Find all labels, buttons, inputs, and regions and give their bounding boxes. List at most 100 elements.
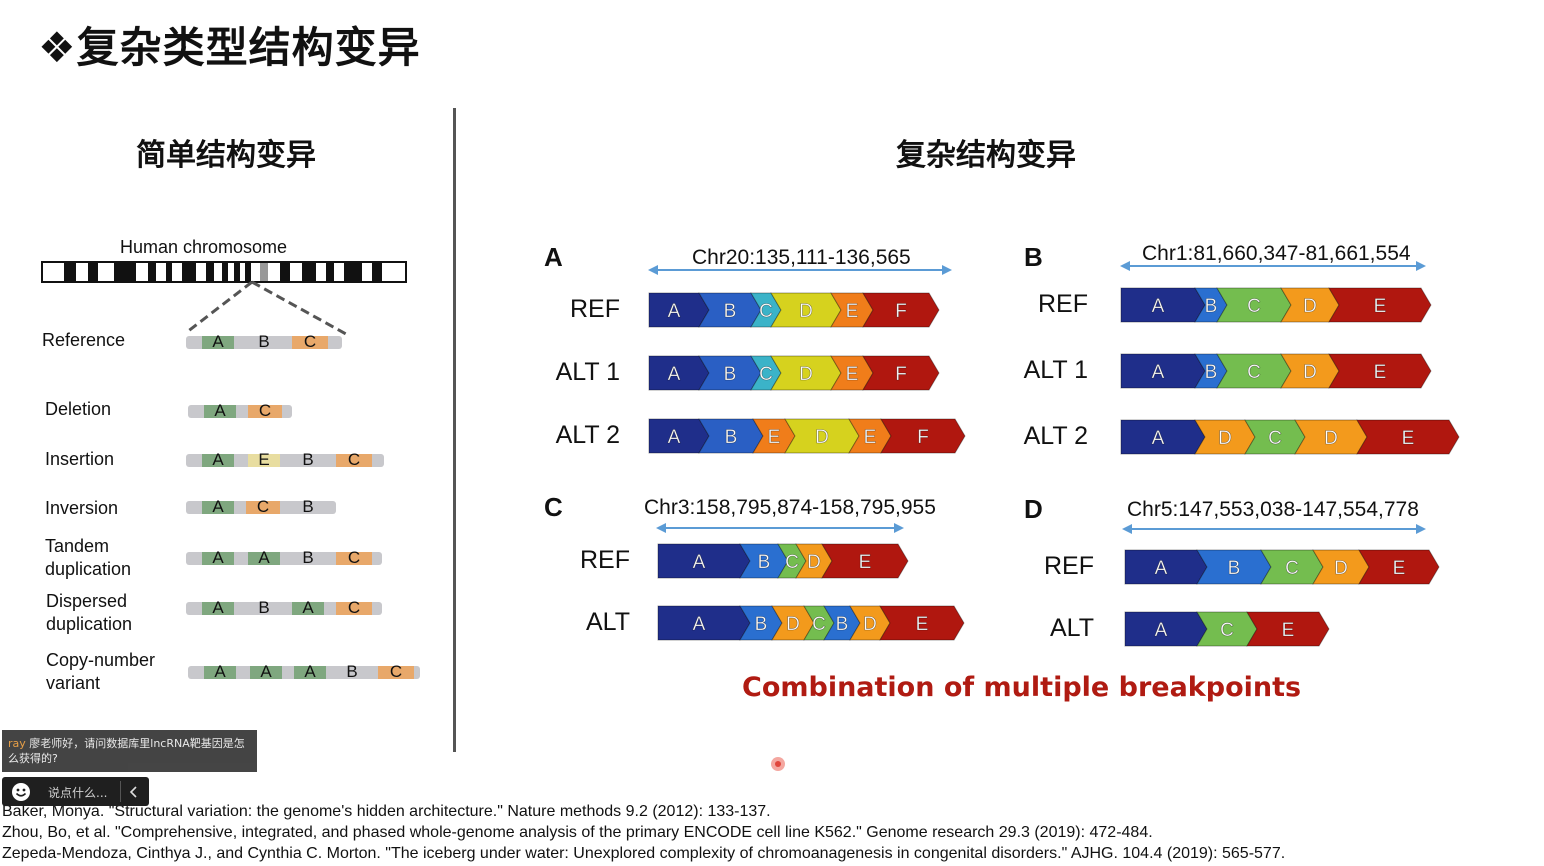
sv-block: C [256, 497, 270, 516]
reference-2: Zhou, Bo, et al. "Comprehensive, integra… [2, 824, 1153, 841]
segment-label: B [836, 614, 849, 635]
segment-label: D [1303, 296, 1317, 317]
segment-label: E [1374, 362, 1387, 383]
row-label-d-ref: REF [1044, 552, 1094, 580]
sv-track-deletion: A C [188, 401, 292, 420]
segment-label: A [1155, 620, 1168, 641]
row-label-a-alt2: ALT 2 [555, 421, 620, 449]
segment-label: B [725, 427, 738, 448]
segment-e [1356, 419, 1460, 455]
segment-f [862, 292, 940, 328]
segment-label: A [1152, 296, 1165, 317]
segment-label: A [1155, 558, 1168, 579]
segment-label: B [1205, 296, 1218, 317]
sv-block: B [302, 450, 314, 469]
segment-label: D [1324, 428, 1338, 449]
chat-input-bar[interactable] [2, 777, 149, 806]
segment-label: D [863, 614, 877, 635]
chat-input-placeholder[interactable]: 说点什么... [48, 786, 108, 800]
sv-track-dispersed-duplication: A B A C [186, 598, 382, 617]
segment-e [821, 543, 909, 579]
sv-label-dispersed-duplication: Dispersed duplication [46, 591, 133, 634]
panel-letter-c: C [544, 492, 563, 522]
chevron-left-icon[interactable] [128, 785, 140, 799]
segment-label: C [1247, 362, 1261, 383]
coord-d: Chr5:147,553,038-147,554,778 [1127, 498, 1419, 521]
complex-sv-heading: 复杂结构变异 [896, 138, 1076, 173]
segment-label: D [807, 552, 821, 573]
segment-label: E [1374, 296, 1387, 317]
segment-label: D [786, 614, 800, 635]
comment-text: 廖老师好，请问数据库里lncRNA靶基因是怎么获得的? [8, 737, 245, 765]
range-arrow-d [1122, 524, 1426, 534]
sv-block: A [302, 598, 314, 617]
segment-label: D [799, 364, 813, 385]
segment-label: D [815, 427, 829, 448]
segment-label: C [1268, 428, 1282, 449]
sv-block: E [258, 450, 270, 469]
sv-label-reference: Reference [42, 330, 126, 350]
segment-label: C [1220, 620, 1234, 641]
range-arrow-c [656, 523, 904, 533]
segment-label: D [1218, 428, 1232, 449]
segment-label: A [1152, 428, 1165, 449]
row-label-d-alt: ALT [1050, 614, 1094, 642]
segment-label: C [1285, 558, 1299, 579]
sv-block: C [389, 662, 403, 681]
sv-block: A [260, 662, 272, 681]
sv-label-deletion: Deletion [45, 399, 112, 419]
segment-label: E [846, 301, 859, 322]
sv-label-copy-number-variant: Copy-number variant [46, 650, 156, 693]
panel-letter-a: A [544, 242, 563, 272]
reference-1: Baker, Monya. "Structural variation: the… [2, 803, 771, 820]
chromosome-ideogram [41, 261, 407, 336]
sv-track-inversion: A C B [186, 497, 336, 516]
sv-block: B [302, 548, 314, 567]
segment-label: C [759, 364, 773, 385]
segment-label: A [668, 301, 681, 322]
sv-block: B [302, 497, 314, 516]
segment-label: D [1303, 362, 1317, 383]
segment-label: C [785, 552, 799, 573]
smiley-icon[interactable] [11, 782, 31, 802]
sv-block: A [212, 548, 224, 567]
sv-block: C [347, 548, 361, 567]
segment-label: B [724, 364, 737, 385]
sv-block: A [214, 401, 226, 420]
sv-block: B [258, 332, 270, 351]
panel-letter-d: D [1024, 494, 1043, 524]
segment-label: E [1393, 558, 1406, 579]
segment-label: E [1402, 428, 1415, 449]
simple-sv-heading: 简单结构变异 [136, 138, 316, 173]
reference-3: Zepeda-Mendoza, Cinthya J., and Cynthia … [2, 845, 1286, 862]
chat-bar-separator [120, 781, 121, 802]
segment-label: E [859, 552, 872, 573]
comment-username: ray [8, 737, 26, 750]
sv-block: A [212, 450, 224, 469]
sv-track-insertion: A E B C [186, 450, 384, 469]
sv-block: A [212, 598, 224, 617]
sv-block: B [258, 598, 270, 617]
sv-block: C [258, 401, 272, 420]
segment-label: C [812, 614, 826, 635]
slide-title: ❖复杂类型结构变异 [38, 23, 421, 72]
range-arrow-b [1120, 261, 1426, 271]
segment-label: A [693, 614, 706, 635]
segment-f [880, 418, 966, 454]
segment-label: A [1152, 362, 1165, 383]
panel-letter-b: B [1024, 242, 1043, 272]
segment-label: E [846, 364, 859, 385]
segment-label: F [895, 301, 907, 322]
sv-block: B [346, 662, 358, 681]
segment-label: B [1228, 558, 1241, 579]
segment-e [1246, 611, 1330, 647]
segment-label: F [917, 427, 929, 448]
sv-block: A [258, 548, 270, 567]
